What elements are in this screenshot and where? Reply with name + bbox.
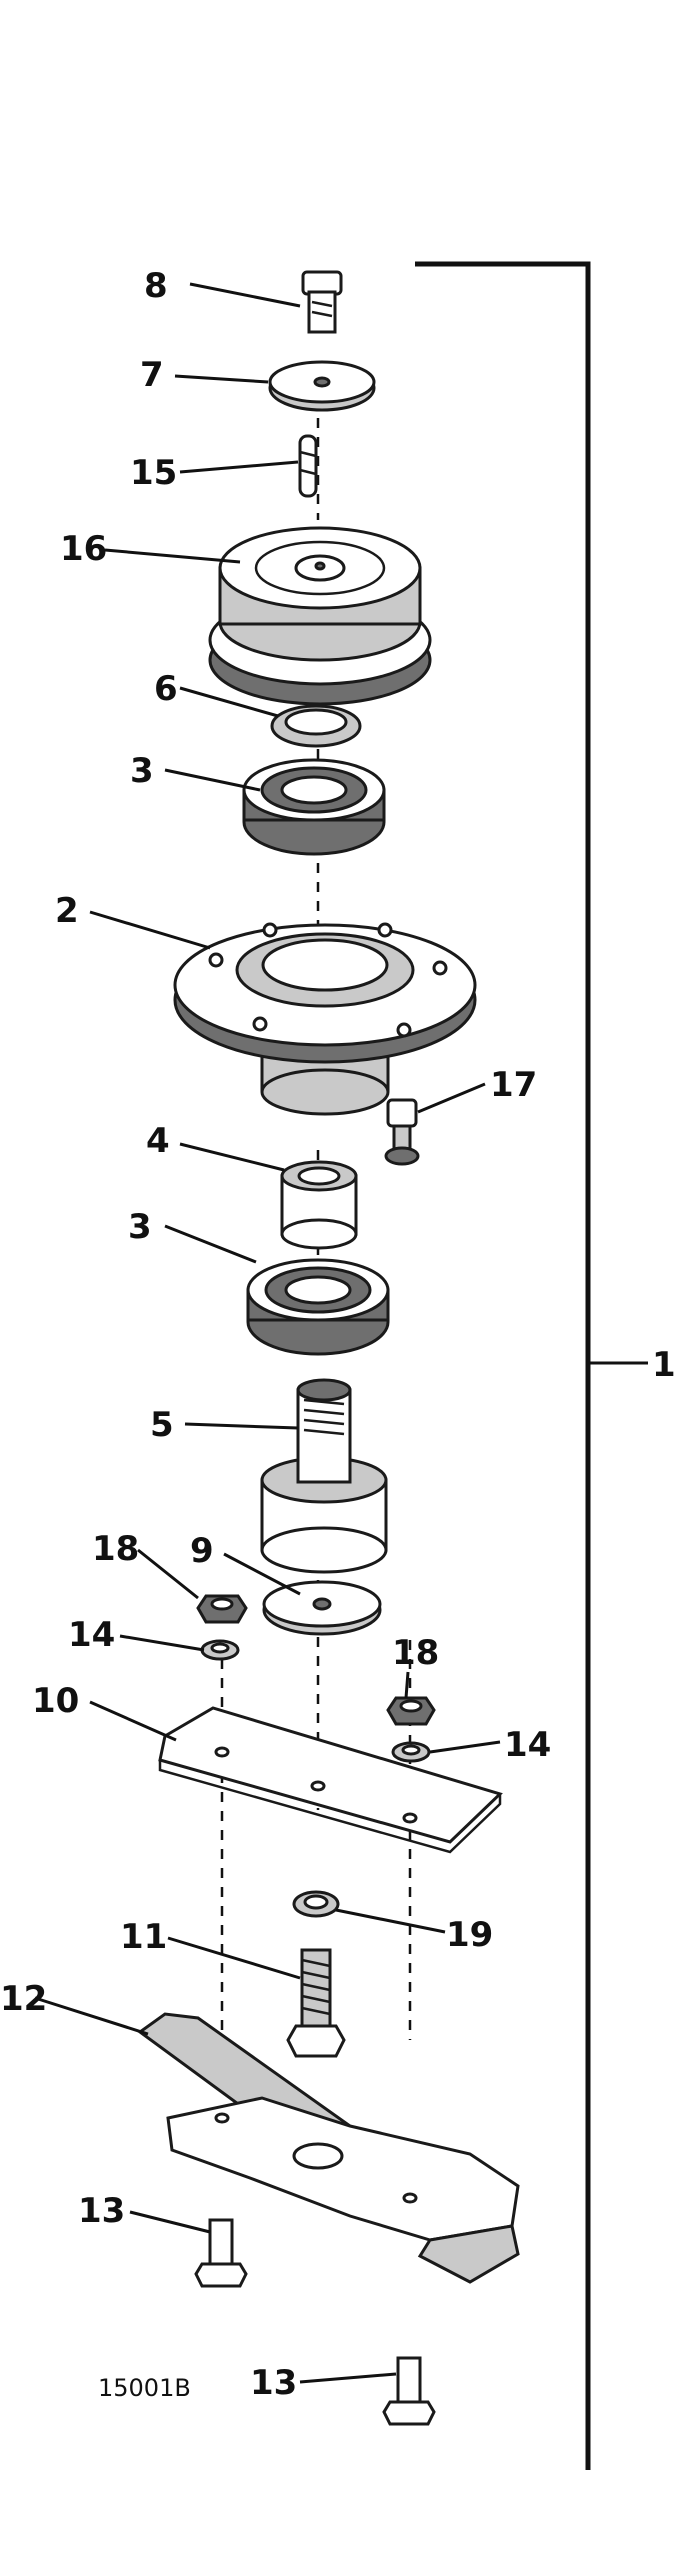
callout-12: 12: [0, 1979, 47, 2019]
part-5-spindle: [260, 1378, 388, 1574]
callout-13-left: 13: [78, 2191, 125, 2231]
callout-18-left: 18: [92, 1529, 139, 1569]
part-12-blade: [137, 2012, 520, 2284]
callout-17: 17: [490, 1065, 537, 1105]
part-16-pulley: [208, 526, 432, 706]
part-18-left-nut: [196, 1594, 248, 1624]
part-8-bolt: [301, 270, 343, 334]
callout-10: 10: [32, 1681, 79, 1721]
part-13-right-bolt: [382, 2356, 436, 2426]
part-19-washer: [292, 1890, 340, 1918]
part-14-left-washer: [200, 1639, 240, 1661]
part-3-lower-bearing: [246, 1258, 390, 1356]
callout-9: 9: [190, 1531, 214, 1571]
part-18-right-nut: [386, 1696, 436, 1726]
part-9-washer: [262, 1580, 382, 1636]
callout-4: 4: [146, 1121, 170, 1161]
figure-code: 15001B: [98, 2374, 191, 2402]
callout-7: 7: [140, 355, 164, 395]
callout-16: 16: [60, 529, 107, 569]
part-6-ring: [270, 704, 362, 748]
part-4-spacer: [280, 1160, 358, 1250]
part-13-left-bolt: [194, 2218, 248, 2288]
assembly-bracket: [415, 261, 648, 2470]
callout-19: 19: [446, 1915, 493, 1955]
callout-3-lower: 3: [128, 1207, 152, 1247]
callout-14-left: 14: [68, 1615, 115, 1655]
callout-6: 6: [154, 669, 178, 709]
part-2-housing: [173, 922, 477, 1116]
callout-15: 15: [130, 453, 177, 493]
callout-2: 2: [55, 891, 79, 931]
part-3-upper-bearing: [242, 758, 386, 856]
part-14-right-washer: [391, 1741, 431, 1763]
part-11-bolt: [286, 1948, 346, 2058]
part-15-key: [298, 434, 318, 498]
callout-5: 5: [150, 1405, 174, 1445]
callout-14-right: 14: [504, 1725, 551, 1765]
callout-11: 11: [120, 1917, 167, 1957]
part-10-plate: [158, 1706, 503, 1854]
part-17-grease-fitting: [384, 1098, 420, 1166]
callout-3-upper: 3: [130, 751, 154, 791]
callout-13-right: 13: [250, 2363, 297, 2403]
callout-1: 1: [652, 1345, 676, 1385]
callout-labels: 8 7 15 16 6 3 2 17 4 3 5 1 18 9 14 18 14…: [0, 266, 676, 2403]
callout-8: 8: [144, 266, 168, 306]
part-7-washer: [268, 360, 376, 412]
leader-lines: [34, 282, 501, 2384]
callout-18-right: 18: [392, 1633, 439, 1673]
